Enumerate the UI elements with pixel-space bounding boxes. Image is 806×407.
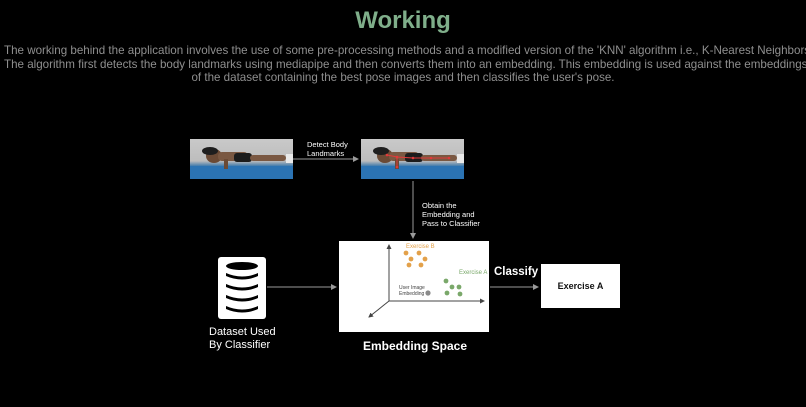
cluster-b-label: Exercise B [406, 244, 435, 250]
embedding-space-label: Embedding Space [363, 339, 468, 353]
cluster-b-point [408, 256, 414, 262]
cluster-a-point [443, 278, 449, 284]
cluster-a-point [457, 291, 463, 297]
description-line: The algorithm first detects the body lan… [4, 57, 806, 71]
step-obtain-embedding-label: Obtain the Embedding and Pass to Classif… [422, 201, 480, 228]
description-line: of the dataset containing the best pose … [191, 71, 615, 85]
user-embedding-point [425, 290, 431, 296]
label-line: Embedding [399, 291, 425, 297]
person-pushup-photo [190, 139, 293, 179]
classify-label: Classify [494, 266, 539, 278]
step-detect-landmarks-label: Detect Body Landmarks [307, 140, 348, 158]
page-title: Working [355, 7, 451, 34]
label-line: Embedding and [422, 210, 475, 219]
person-pushup-landmarks-photo [361, 139, 464, 179]
user-embedding-label: User Image Embedding [399, 285, 425, 297]
cluster-b-point [418, 262, 424, 268]
cluster-a-point [456, 284, 462, 290]
result-box: Exercise A [541, 264, 620, 308]
label-line: Dataset Used [209, 326, 276, 338]
label-line: Pass to Classifier [422, 219, 480, 228]
description: The working behind the application invol… [4, 44, 806, 85]
cluster-b-point [403, 250, 409, 256]
label-line: Landmarks [307, 149, 345, 158]
label-line: Obtain the [422, 201, 457, 210]
database-icon [218, 257, 266, 319]
cluster-b-point [406, 262, 412, 268]
cluster-a-point [449, 284, 455, 290]
3d-axes-icon [368, 244, 485, 318]
label-line: By Classifier [209, 339, 271, 351]
embedding-space-panel: Exercise B Exercise A User Image Embeddi… [339, 241, 489, 332]
label-line: Detect Body [307, 140, 348, 149]
cluster-a-label: Exercise A [459, 270, 488, 276]
cluster-b-point [422, 256, 428, 262]
cluster-a-point [444, 290, 450, 296]
dataset-label: Dataset Used By Classifier [209, 326, 276, 352]
label-line: User Image [399, 285, 425, 291]
cluster-b-point [416, 250, 422, 256]
description-line: The working behind the application invol… [4, 44, 806, 57]
